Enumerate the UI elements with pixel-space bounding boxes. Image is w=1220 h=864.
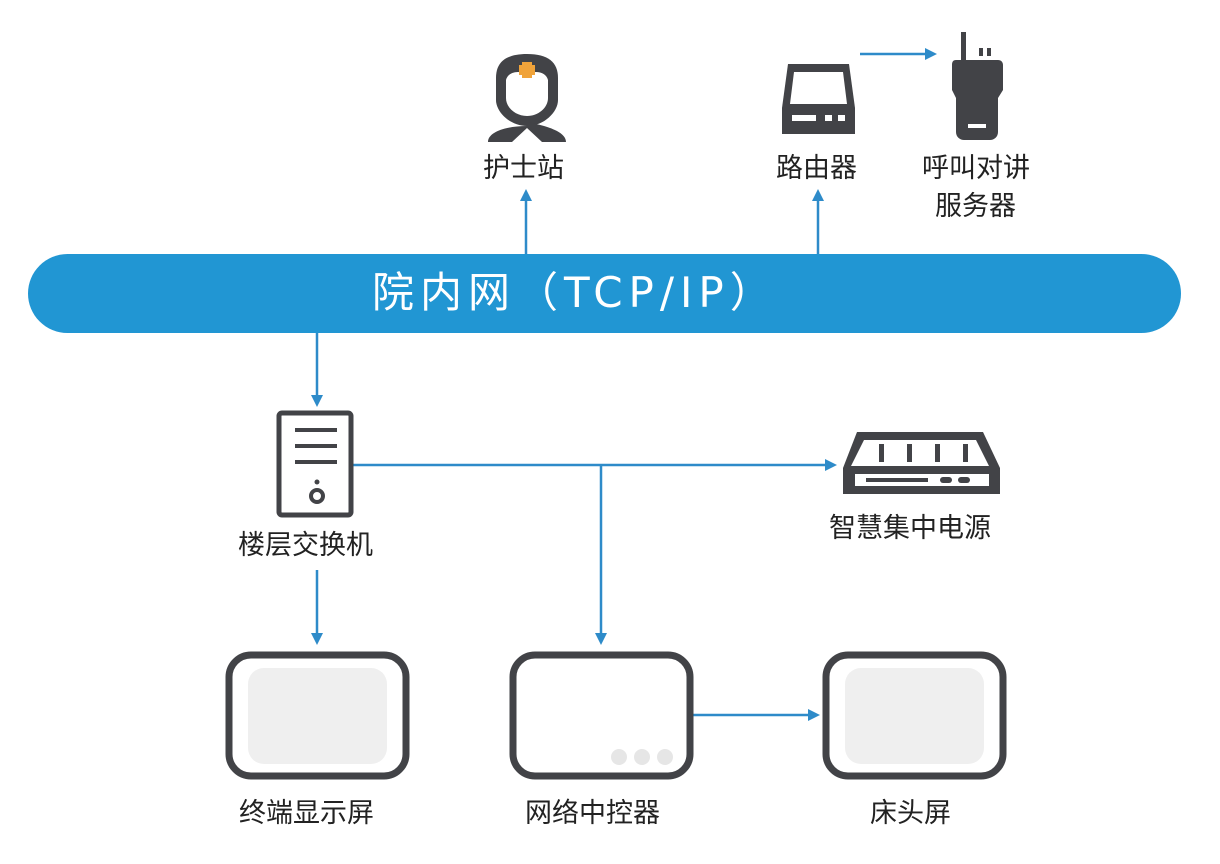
- server-tower-icon: [276, 410, 354, 518]
- intercom-server-node: 呼叫对讲 服务器: [922, 32, 1030, 222]
- floor-switch-node: 楼层交换机: [238, 410, 373, 561]
- bus-label: 院内网（TCP/IP）: [372, 268, 778, 317]
- terminal-display-node: 终端显示屏: [225, 651, 410, 829]
- network-controller-node: 网络中控器: [509, 651, 694, 829]
- walkie-talkie-icon: [952, 32, 1003, 140]
- hospital-network-bus: 院内网（TCP/IP）: [28, 254, 1181, 333]
- smart-power-label: 智慧集中电源: [829, 513, 991, 544]
- display-icon: [225, 651, 410, 780]
- connections: [311, 48, 937, 721]
- controller-icon: [509, 651, 694, 780]
- nurse-station-label: 护士站: [483, 153, 564, 184]
- network-controller-label: 网络中控器: [525, 798, 660, 829]
- bedside-screen-node: 床头屏: [822, 651, 1007, 829]
- bedside-screen-label: 床头屏: [870, 798, 951, 829]
- bus-bar: [28, 254, 1181, 333]
- terminal-display-label: 终端显示屏: [239, 798, 374, 829]
- intercom-server-label-line1: 呼叫对讲: [922, 153, 1030, 184]
- router-node: 路由器: [776, 64, 857, 184]
- router-label: 路由器: [776, 153, 857, 184]
- intercom-server-label-line2: 服务器: [935, 191, 1016, 222]
- nurse-station-node: 护士站: [483, 54, 566, 184]
- smart-power-node: 智慧集中电源: [829, 432, 1000, 544]
- router-icon: [782, 64, 855, 134]
- nurse-icon: [488, 54, 566, 142]
- power-unit-icon: [843, 432, 1000, 494]
- floor-switch-label: 楼层交换机: [238, 530, 373, 561]
- display-icon: [822, 651, 1007, 780]
